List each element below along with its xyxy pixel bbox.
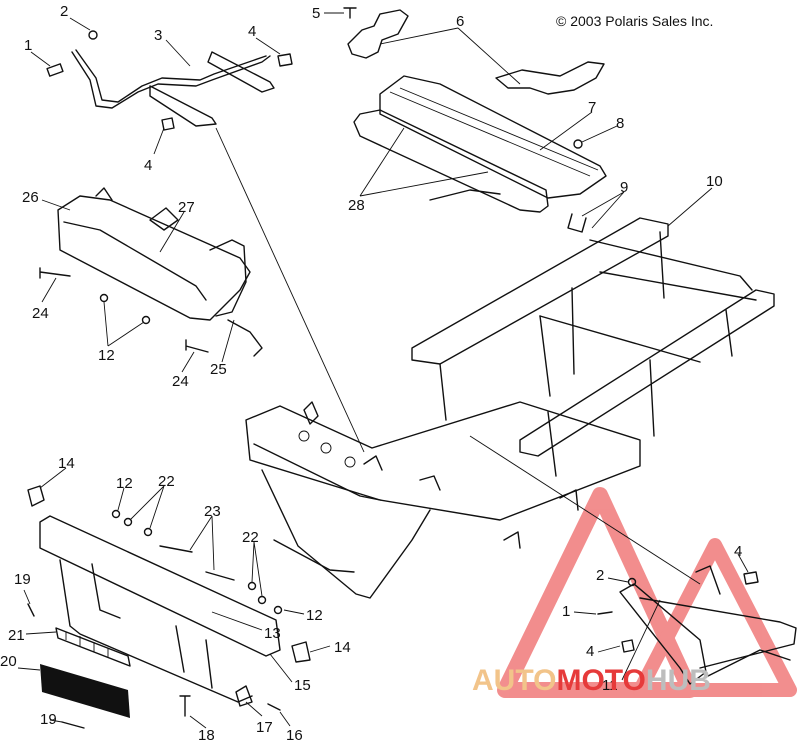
callout-1: 1 (24, 37, 32, 54)
bolt-1 (46, 63, 64, 77)
callout-4-lower: 4 (586, 643, 594, 660)
watermark-text: AUTOMOTOHUB (472, 664, 711, 697)
bumper-cap-14-top (27, 485, 45, 507)
callout-10: 10 (706, 173, 723, 190)
callout-9: 9 (620, 179, 628, 196)
callout-18: 18 (198, 727, 215, 742)
nut-8 (573, 139, 583, 149)
leader-lines (17, 12, 749, 729)
nut-12-top-a (99, 293, 109, 303)
watermark-word-hub: HUB (646, 664, 711, 697)
nut-2 (88, 30, 98, 40)
nut-12-top-b (141, 315, 151, 325)
nut-4-mid (161, 117, 175, 131)
part-6-plate (347, 9, 605, 95)
nut-4-top (277, 53, 293, 67)
callout-26: 26 (22, 189, 39, 206)
callout-14-right: 14 (334, 639, 351, 656)
callout-28: 28 (348, 197, 365, 214)
watermark-logo (497, 487, 797, 698)
callout-labels: 1 2 3 4 5 6 7 8 4 9 10 26 27 28 24 12 24… (0, 3, 742, 742)
callout-15: 15 (294, 677, 311, 694)
callout-4-mid: 4 (144, 157, 152, 174)
callout-2: 2 (60, 3, 68, 20)
washer-22-a (123, 517, 133, 527)
part-20-panel (40, 664, 130, 718)
washer-22-b (143, 527, 153, 537)
callout-5: 5 (312, 5, 320, 22)
washer-22-c (247, 581, 257, 591)
callout-16: 16 (286, 727, 303, 742)
nut-12-lower (273, 605, 283, 615)
callout-22-a: 22 (158, 473, 175, 490)
callout-20: 20 (0, 653, 17, 670)
callout-17: 17 (256, 719, 273, 736)
callout-22-b: 22 (242, 529, 259, 546)
callout-12-lower: 12 (306, 607, 323, 624)
bolt-23-a (159, 545, 193, 553)
callout-11: 11 (602, 677, 618, 694)
callout-19-top: 19 (14, 571, 31, 588)
callout-12-center: 12 (116, 475, 133, 492)
plate-17 (235, 685, 253, 707)
callout-25: 25 (210, 361, 227, 378)
part-3-bracket (71, 49, 275, 127)
bolt-23-b (205, 571, 235, 581)
callout-23: 23 (204, 503, 221, 520)
rivet-5 (343, 7, 357, 19)
callout-3: 3 (154, 27, 162, 44)
callout-24-top: 24 (32, 305, 49, 322)
callout-27: 27 (178, 199, 195, 216)
bolt-24-bottom (185, 339, 209, 353)
part-26-assembly (57, 187, 263, 357)
watermark-word-auto: AUTO (472, 664, 556, 697)
callout-6: 6 (456, 13, 464, 30)
nut-2-lower (627, 577, 637, 587)
watermark-word-moto: MOTO (556, 664, 645, 697)
callout-2-lower: 2 (596, 567, 604, 584)
part-10-main-frame (245, 217, 775, 599)
bolt-24-top (39, 267, 71, 279)
callout-8: 8 (616, 115, 624, 132)
callout-4-lower-right: 4 (734, 543, 742, 560)
bolt-16 (267, 703, 281, 711)
callout-14-top: 14 (58, 455, 75, 472)
nut-4-lower (621, 639, 635, 653)
bumper-cap-14-right (291, 641, 311, 663)
callout-12-top: 12 (98, 347, 115, 364)
part-7-tray (353, 75, 607, 213)
callout-19-bottom: 19 (40, 711, 57, 728)
callout-4: 4 (248, 23, 256, 40)
callout-21: 21 (8, 627, 25, 644)
callout-7: 7 (588, 99, 596, 116)
part-11-rear-bracket (619, 565, 797, 685)
part-21-grille (55, 627, 131, 667)
bolt-1-lower (597, 611, 613, 615)
washer-22-d (257, 595, 267, 605)
callout-13: 13 (264, 625, 281, 642)
bolt-19-bottom (61, 721, 85, 729)
bolt-19-top (27, 603, 35, 617)
callout-24-bottom: 24 (172, 373, 189, 390)
callout-1-lower: 1 (562, 603, 570, 620)
clip-9 (567, 213, 587, 233)
nut-12-center (111, 509, 121, 519)
part-13-bumper (39, 515, 281, 703)
bolt-18 (179, 695, 191, 717)
nut-4-lower-right (743, 571, 759, 585)
copyright-text: © 2003 Polaris Sales Inc. (556, 13, 713, 29)
